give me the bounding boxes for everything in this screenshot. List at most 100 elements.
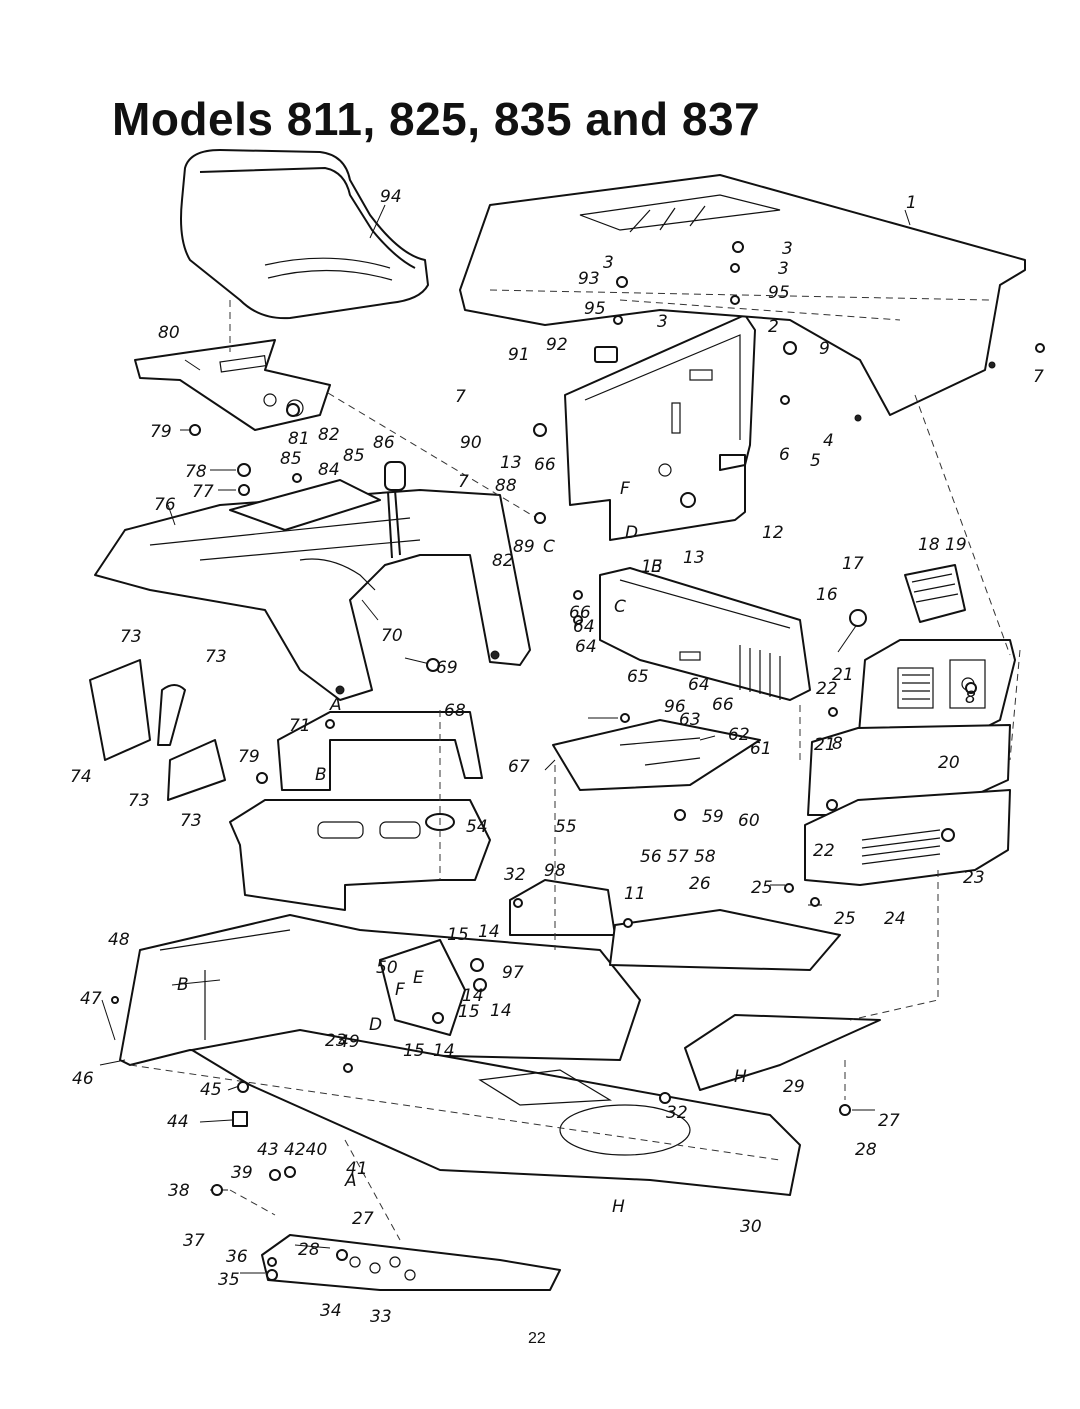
part-label-92: 92: [546, 335, 568, 355]
ref-label-A: A: [344, 1171, 357, 1191]
hood-part: [459, 174, 1026, 422]
part-label-29: 29: [783, 1077, 805, 1097]
part-label-89: 89: [513, 537, 535, 557]
part-label-14: 14: [490, 1001, 512, 1021]
ref-label-E: E: [413, 968, 424, 988]
part-label-14: 14: [462, 986, 484, 1006]
part-label-95: 95: [584, 299, 606, 319]
part-label-69: 69: [436, 658, 458, 678]
part-label-73: 73: [180, 811, 202, 831]
part-label-13: 13: [683, 548, 705, 568]
part-label-88: 88: [495, 476, 517, 496]
part-label-64: 64: [688, 675, 710, 695]
part-label-82: 82: [492, 551, 514, 571]
part-label-68: 68: [444, 701, 466, 721]
part-label-45: 45: [200, 1080, 222, 1100]
part-label-13: 13: [641, 557, 663, 577]
part-label-64: 64: [573, 617, 595, 637]
part-label-6: 6: [779, 445, 790, 465]
part-label-37: 37: [183, 1231, 205, 1251]
part-label-73: 73: [120, 627, 142, 647]
part-label-7: 7: [455, 387, 466, 407]
part-label-71: 71: [289, 716, 311, 736]
part-label-9: 9: [819, 339, 830, 359]
control-lever-part: [229, 461, 406, 559]
part-label-79: 79: [150, 422, 172, 442]
ref-label-D: D: [625, 523, 638, 543]
part-label-64: 64: [575, 637, 597, 657]
part-label-27: 27: [878, 1111, 900, 1131]
grille-part: [804, 564, 1016, 886]
part-label-20: 20: [938, 753, 960, 773]
part-label-96: 96: [664, 697, 686, 717]
part-label-73: 73: [205, 647, 227, 667]
part-label-49: 49: [338, 1032, 360, 1052]
part-label-46: 46: [72, 1069, 94, 1089]
page-title: Models 811, 825, 835 and 837: [112, 93, 761, 145]
part-label-66: 66: [534, 455, 556, 475]
part-label-15: 15: [458, 1002, 480, 1022]
ref-label-C: C: [614, 597, 626, 617]
part-label-76: 76: [154, 495, 176, 515]
part-label-11: 11: [624, 884, 646, 904]
part-label-23: 23: [963, 868, 985, 888]
part-label-59: 59: [702, 807, 724, 827]
part-label-8: 8: [832, 734, 843, 754]
part-label-91: 91: [508, 345, 530, 365]
part-label-36: 36: [226, 1247, 248, 1267]
fender-part: [94, 489, 531, 701]
part-label-65: 65: [627, 667, 649, 687]
part-label-22: 22: [816, 679, 838, 699]
part-label-28: 28: [298, 1240, 320, 1260]
part-label-66: 66: [712, 695, 734, 715]
part-label-3: 3: [657, 312, 668, 332]
ref-label-F: F: [395, 980, 405, 1000]
part-label-56-57-58: 56 57 58: [640, 847, 716, 867]
part-label-33: 33: [370, 1307, 392, 1327]
part-label-97: 97: [502, 963, 524, 983]
shift-lever-part: [89, 659, 226, 801]
part-label-3: 3: [778, 259, 789, 279]
ref-label-H: H: [612, 1197, 625, 1217]
ref-label-E: E: [651, 557, 662, 577]
part-label-47: 47: [80, 989, 102, 1009]
part-label-90: 90: [460, 433, 482, 453]
part-label-54: 54: [466, 817, 488, 837]
part-label-21: 21: [814, 735, 836, 755]
part-label-12: 12: [762, 523, 784, 543]
part-label-79: 79: [238, 747, 260, 767]
part-label-98: 98: [544, 861, 566, 881]
part-label-85: 85: [280, 449, 302, 469]
part-label-16: 16: [816, 585, 838, 605]
assembly-guide-lines: [129, 300, 1021, 1241]
part-label-8: 8: [965, 688, 976, 708]
part-label-28: 28: [855, 1140, 877, 1160]
part-label-81: 81: [288, 429, 310, 449]
part-label-55: 55: [555, 817, 577, 837]
ref-label-C: C: [543, 537, 555, 557]
part-label-85: 85: [343, 446, 365, 466]
hardware-markers: [111, 241, 1045, 1281]
part-label-70: 70: [381, 626, 403, 646]
part-label-30: 30: [740, 1217, 762, 1237]
footrest-part: [191, 909, 881, 1291]
part-label-50: 50: [376, 958, 398, 978]
seat-bracket-part: [134, 339, 331, 431]
ref-label-F: F: [620, 479, 630, 499]
part-label-82: 82: [318, 425, 340, 445]
part-label-93: 93: [578, 269, 600, 289]
part-label-4: 4: [823, 431, 834, 451]
part-label-41: 41: [346, 1159, 368, 1179]
part-label-48: 48: [108, 930, 130, 950]
page-number: 22: [528, 1330, 546, 1347]
part-label-60: 60: [738, 811, 760, 831]
fuel-tank-part: [229, 711, 491, 911]
part-label-14: 14: [433, 1041, 455, 1061]
part-label-63: 63: [679, 710, 701, 730]
part-label-43-42-40: 43 4240: [257, 1140, 327, 1160]
seat-part: [180, 149, 429, 320]
part-label-14: 14: [478, 922, 500, 942]
part-label-44: 44: [167, 1112, 189, 1132]
